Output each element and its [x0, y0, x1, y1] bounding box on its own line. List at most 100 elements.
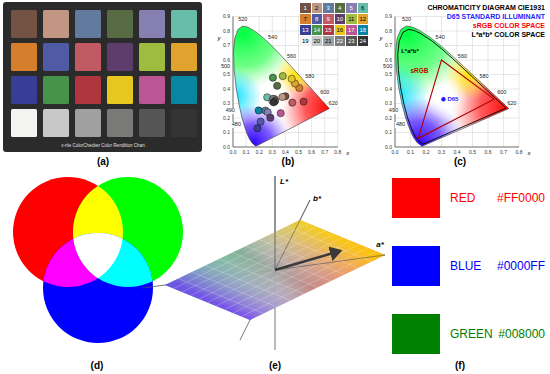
patch-number: 11	[348, 16, 354, 22]
axis-tick: 0.8	[385, 29, 392, 34]
wavelength-label: 620	[506, 101, 517, 107]
patch-number-box: 16	[335, 25, 346, 35]
patch-number-box: 19	[300, 36, 311, 46]
wavelength-label: 540	[267, 35, 278, 41]
axis-title: x	[346, 150, 349, 156]
axis-tick: 0.2	[256, 150, 263, 155]
axis-tick: 0.0	[223, 145, 230, 150]
patch-number-box: 15	[323, 25, 334, 35]
patch-marker	[288, 75, 295, 82]
patch-number: 18	[359, 27, 366, 33]
patch-number: 3	[327, 5, 330, 11]
patch-number: 2	[315, 5, 318, 11]
axis-tick: 0.5	[385, 72, 392, 77]
axis-tick: 0.0	[392, 150, 399, 155]
patch-number: 8	[315, 16, 318, 22]
patch-number-box: 7	[300, 14, 311, 24]
title-line: L*a*b* COLOR SPACE	[471, 31, 546, 38]
patch-number: 23	[348, 38, 355, 44]
color-patch	[171, 10, 197, 38]
panel-label: (c)	[454, 157, 466, 167]
title-line: D65 STANDARD ILLUMINANT	[446, 13, 546, 20]
patch-number: 10	[336, 16, 343, 22]
wavelength-label: 540	[435, 35, 446, 41]
patch-number-box: 11	[346, 14, 357, 24]
chart-board	[3, 2, 202, 152]
axis-title: a*	[376, 241, 384, 249]
axis-tick: 0.8	[516, 150, 523, 155]
axis-title: y	[380, 35, 383, 41]
patch-number: 24	[359, 38, 366, 44]
patch-marker	[274, 82, 281, 89]
patch-number: 13	[302, 27, 309, 33]
overlap	[43, 177, 183, 343]
hex-code: #008000	[498, 328, 545, 340]
wavelength-label: 490	[388, 108, 399, 114]
color-patch	[43, 109, 69, 137]
color-glow	[258, 81, 295, 118]
axis-tick: 0.6	[308, 150, 315, 155]
spectral-locus	[396, 26, 509, 146]
patch-number: 6	[361, 5, 364, 11]
patch-number: 1	[304, 5, 307, 11]
additive-venn	[13, 177, 183, 343]
srgb-triangle	[418, 60, 494, 138]
grid-line	[233, 147, 338, 148]
axis-tick: 0.5	[223, 72, 230, 77]
patch-number: 19	[302, 38, 309, 44]
l-axis-upper	[275, 176, 276, 270]
wavelength-label: 580	[478, 74, 489, 80]
patch-number: 12	[359, 16, 366, 22]
color-patch	[107, 10, 133, 38]
axis-tick: 0.9	[385, 14, 392, 19]
axis-tick: 0.3	[438, 150, 445, 155]
panel-label: (d)	[91, 361, 104, 371]
axis-tick: 0.7	[321, 150, 328, 155]
plot-overlay	[234, 26, 330, 146]
patch-number-box: 9	[323, 14, 334, 24]
color-patch	[139, 43, 165, 71]
axis-tick: 0.4	[223, 87, 230, 92]
axis-tick: 0.2	[385, 116, 392, 121]
axis-tick: 0.0	[385, 145, 392, 150]
hex-code: #FF0000	[497, 192, 545, 204]
color-glow	[424, 77, 467, 120]
patch-number-box: 2	[312, 3, 323, 13]
color-patch	[107, 43, 133, 71]
chart-caption: x-rite ColorChecker Color Rendition Char…	[61, 144, 144, 149]
color-swatch	[392, 246, 440, 286]
axis-tick: 0.6	[385, 58, 392, 63]
patch-number-box: 8	[312, 14, 323, 24]
patch-number-box: 6	[358, 3, 369, 13]
patch-marker	[279, 72, 286, 79]
color-name: BLUE	[450, 260, 481, 272]
patch-marker	[279, 93, 286, 100]
patch-number-box: 1	[300, 3, 311, 13]
b-axis-upper	[275, 200, 310, 270]
wavelength-label: 600	[319, 90, 330, 96]
axis-tick: 0.1	[385, 130, 392, 135]
plane-grid	[287, 227, 372, 262]
axis-tick: 0.1	[223, 130, 230, 135]
patch-number: 22	[336, 38, 343, 44]
patch-number-box: 21	[323, 36, 334, 46]
color-patch	[43, 76, 69, 104]
a-axis-upper	[275, 255, 385, 270]
patch-number-box: 22	[335, 36, 346, 46]
plot-overlay	[396, 26, 509, 146]
region-label: L*a*b*	[401, 48, 419, 54]
axis-tick: 0.6	[223, 58, 230, 63]
spectral-locus	[234, 26, 330, 146]
axis-tick: 0.3	[223, 101, 230, 106]
axis-tick: 0.4	[282, 150, 289, 155]
overlap	[43, 233, 153, 343]
patch-number-box: 5	[346, 3, 357, 13]
patch-number-box: 4	[335, 3, 346, 13]
diagram-title: CHROMATICITY DIAGRAM CIE1931	[426, 4, 546, 11]
color-patch	[43, 10, 69, 38]
axis-tick: 0.5	[469, 150, 476, 155]
white-overlap	[43, 233, 153, 343]
color-swatch	[392, 314, 440, 354]
color-patch	[139, 109, 165, 137]
